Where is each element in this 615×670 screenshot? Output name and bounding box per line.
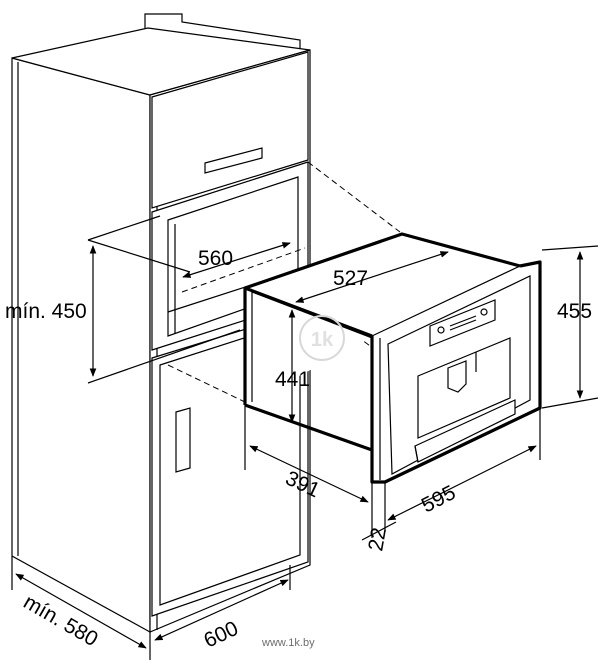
- dim-22: [361, 521, 397, 541]
- logo-watermark-text: 1k: [311, 329, 334, 351]
- dimension-lines: [11, 215, 599, 660]
- logo-watermark: [299, 315, 345, 361]
- dim-595: [387, 445, 537, 521]
- cabinet-left-panel: [11, 57, 151, 634]
- label-441: 441: [275, 368, 310, 391]
- drawer-handle: [204, 147, 263, 174]
- label-455: 455: [557, 300, 592, 323]
- label-560: 560: [198, 247, 233, 270]
- control-panel: [429, 299, 496, 347]
- door-handle: [175, 407, 191, 473]
- watermark-url: www.1k.by: [261, 637, 315, 649]
- label-niche-height: mín. 450: [5, 300, 87, 323]
- dim-391: [249, 445, 369, 503]
- ext-560-left: [87, 239, 191, 273]
- dim-600: [154, 579, 289, 641]
- label-527: 527: [333, 267, 368, 290]
- label-595: 595: [418, 481, 460, 517]
- dim-cabinet-depth: [15, 573, 147, 649]
- dim-560: [182, 242, 291, 278]
- spout: [447, 360, 467, 393]
- dim-527: [295, 251, 449, 303]
- label-22: 22: [364, 526, 391, 553]
- label-600: 600: [200, 617, 241, 653]
- upper-drawer: [151, 51, 309, 209]
- brewing-area: [417, 337, 511, 439]
- front-bezel: [387, 275, 531, 475]
